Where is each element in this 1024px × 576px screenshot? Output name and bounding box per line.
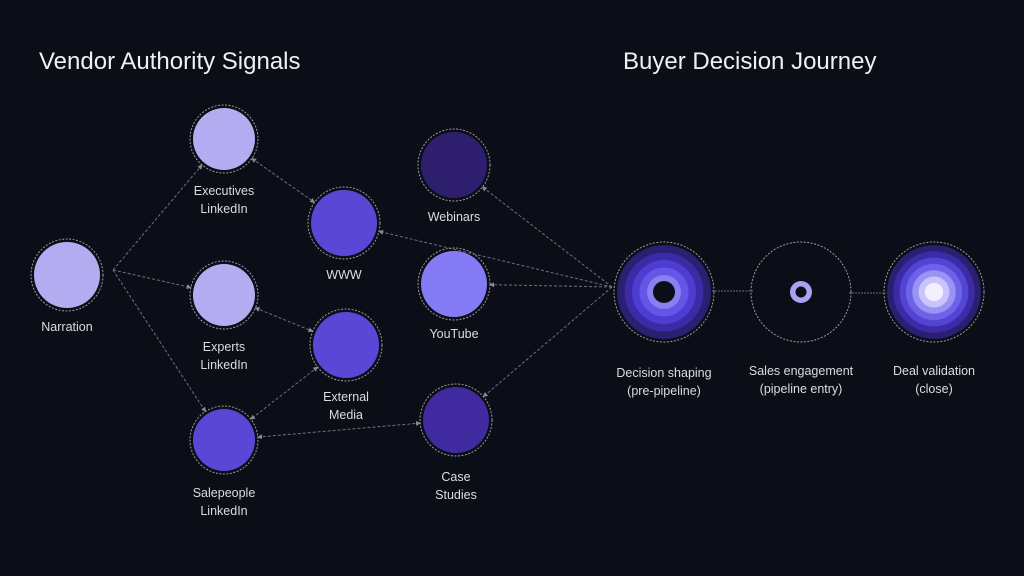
label-line: Executives xyxy=(193,184,255,198)
label-line: (pre-pipeline) xyxy=(627,384,701,398)
node-ring xyxy=(417,128,491,202)
node-circle xyxy=(193,409,255,471)
label-line: Media xyxy=(328,408,364,422)
label-line: Studies xyxy=(435,488,477,502)
node-ring xyxy=(417,247,491,321)
node-circle xyxy=(421,251,487,317)
node-ring xyxy=(419,383,493,457)
edge-salepeople-case xyxy=(257,420,421,440)
node-circle xyxy=(193,108,255,170)
node-salepeople[interactable] xyxy=(189,405,259,475)
node-circle xyxy=(311,190,377,256)
label-line: YouTube xyxy=(429,327,479,341)
vendor-authority-title: Vendor Authority Signals xyxy=(39,48,301,75)
node-circle xyxy=(421,132,487,198)
buyer-journey-title: Buyer Decision Journey xyxy=(623,48,877,75)
label-line: Webinars xyxy=(427,210,481,224)
decision-label: Decision shaping (pre-pipeline) xyxy=(594,364,734,400)
node-circle xyxy=(34,242,100,308)
narration-label: Narration xyxy=(0,318,137,336)
stage-core xyxy=(653,281,675,303)
node-ring xyxy=(309,308,383,382)
node-circle xyxy=(423,387,489,453)
node-external[interactable] xyxy=(309,308,383,382)
label-line: Narration xyxy=(41,320,93,334)
stage-band xyxy=(924,282,944,302)
label-line: Decision shaping xyxy=(616,366,712,380)
edge-decision-case xyxy=(482,286,613,398)
stage-decision[interactable] xyxy=(613,241,715,343)
label-line: (pipeline entry) xyxy=(759,382,843,396)
node-executives[interactable] xyxy=(189,104,259,174)
label-line: Deal validation xyxy=(893,364,975,378)
label-line: LinkedIn xyxy=(200,504,248,518)
node-case[interactable] xyxy=(419,383,493,457)
label-line: Experts xyxy=(202,340,246,354)
node-youtube[interactable] xyxy=(417,247,491,321)
label-line: Sales engagement xyxy=(748,364,854,378)
edge-narration-executives xyxy=(112,164,203,271)
stage-ring xyxy=(883,241,985,343)
label-line: WWW xyxy=(326,268,362,282)
stage-ring xyxy=(613,241,715,343)
www-label: WWW xyxy=(274,266,414,284)
edge-executives-www xyxy=(251,158,316,203)
label-line: LinkedIn xyxy=(200,358,248,372)
edge-decision-webinars xyxy=(481,186,613,288)
node-ring xyxy=(307,186,381,260)
label-line: Case xyxy=(441,470,471,484)
node-www[interactable] xyxy=(307,186,381,260)
node-circle xyxy=(193,264,255,326)
label-line: Salepeople xyxy=(192,486,256,500)
edge-external-salepeople xyxy=(250,366,319,420)
webinars-label: Webinars xyxy=(384,208,524,226)
node-experts[interactable] xyxy=(189,260,259,330)
deal-label: Deal validation (close) xyxy=(864,362,1004,398)
label-line: (close) xyxy=(915,382,953,396)
node-ring xyxy=(189,405,259,475)
edge-decision-youtube xyxy=(489,282,613,288)
node-narration[interactable] xyxy=(30,238,104,312)
node-webinars[interactable] xyxy=(417,128,491,202)
edge-narration-experts xyxy=(112,269,192,290)
label-line: External xyxy=(323,390,369,404)
stage-ring xyxy=(750,241,852,343)
sales-label: Sales engagement (pipeline entry) xyxy=(731,362,871,398)
node-ring xyxy=(189,104,259,174)
edge-experts-external xyxy=(254,307,314,333)
label-line: LinkedIn xyxy=(200,202,248,216)
node-ring xyxy=(30,238,104,312)
youtube-label: YouTube xyxy=(384,325,524,343)
edge-narration-salepeople xyxy=(112,269,206,413)
node-circle xyxy=(313,312,379,378)
stage-core xyxy=(795,286,807,298)
stage-deal[interactable] xyxy=(883,241,985,343)
stage-sales[interactable] xyxy=(750,241,852,343)
node-ring xyxy=(189,260,259,330)
